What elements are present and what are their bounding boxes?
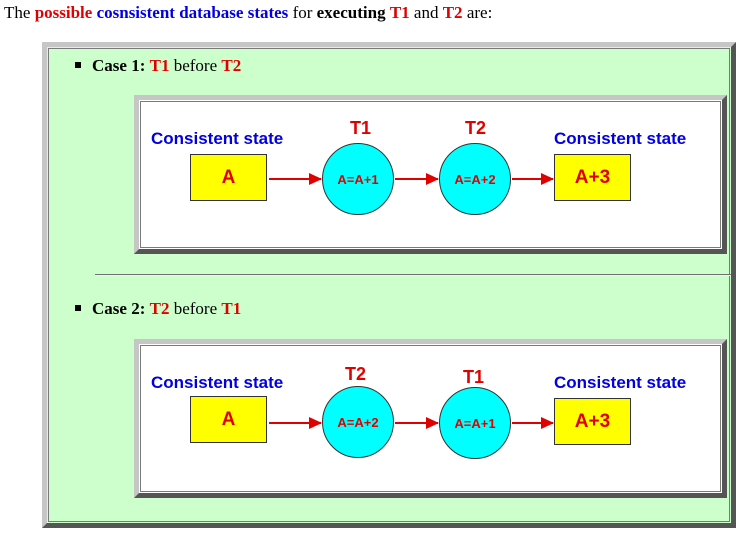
intro-consistent-states: cosnsistent database states — [96, 3, 289, 22]
case2-heading: Case 2: T2 before T1 — [75, 299, 241, 319]
case-divider — [95, 274, 731, 276]
case1-word: before — [173, 56, 218, 75]
case1-tx1-label: T1 — [350, 118, 372, 138]
case2-arrow-2 — [395, 417, 439, 429]
case1-label: Case 1: — [92, 56, 146, 75]
case1-right-state-label: Consistent state — [554, 129, 687, 148]
case1-second-tx: T2 — [221, 56, 242, 75]
case2-tx1-label: T2 — [345, 364, 367, 384]
case1-start-state: A — [190, 154, 267, 201]
intro-for: for — [292, 3, 313, 22]
cases-panel: Case 1: T1 before T2 Consistent state T1… — [42, 42, 736, 528]
case1-arrow-3 — [512, 173, 554, 185]
case2-op1-circle: A=A+2 — [322, 386, 394, 458]
case1-heading: Case 1: T1 before T2 — [75, 56, 241, 76]
intro-and: and — [413, 3, 439, 22]
intro-t1: T1 — [389, 3, 410, 22]
case1-diagram: Consistent state T1 T2 Consistent state … — [134, 95, 727, 254]
case1-end-state: A+3 — [554, 154, 631, 201]
case1-arrow-1 — [269, 173, 322, 185]
case1-left-state-label: Consistent state — [151, 129, 284, 148]
case2-op2-circle: A=A+1 — [439, 387, 511, 459]
case2-left-state-label: Consistent state — [151, 373, 284, 392]
bullet-icon — [75, 62, 81, 69]
case2-right-state-label: Consistent state — [554, 373, 687, 392]
case2-tx2-label: T1 — [463, 367, 485, 387]
bullet-icon — [75, 305, 81, 312]
case2-end-state: A+3 — [554, 398, 631, 445]
case1-arrow-2 — [395, 173, 439, 185]
case1-op2-circle: A=A+2 — [439, 143, 511, 215]
intro-the: The — [4, 3, 31, 22]
case2-arrow-1 — [269, 417, 322, 429]
intro-are: are: — [466, 3, 493, 22]
case2-first-tx: T2 — [149, 299, 170, 318]
case1-op1-circle: A=A+1 — [322, 143, 394, 215]
case1-tx2-label: T2 — [465, 118, 487, 138]
intro-executing: executing — [316, 3, 386, 22]
case2-arrow-3 — [512, 417, 554, 429]
case2-word: before — [173, 299, 218, 318]
intro-sentence: The possible cosnsistent database states… — [4, 3, 492, 23]
intro-t2: T2 — [442, 3, 463, 22]
case1-first-tx: T1 — [149, 56, 170, 75]
case2-start-state: A — [190, 396, 267, 443]
case2-second-tx: T1 — [221, 299, 242, 318]
intro-possible: possible — [34, 3, 93, 22]
case2-diagram: Consistent state T2 T1 Consistent state … — [134, 339, 727, 498]
case2-label: Case 2: — [92, 299, 146, 318]
